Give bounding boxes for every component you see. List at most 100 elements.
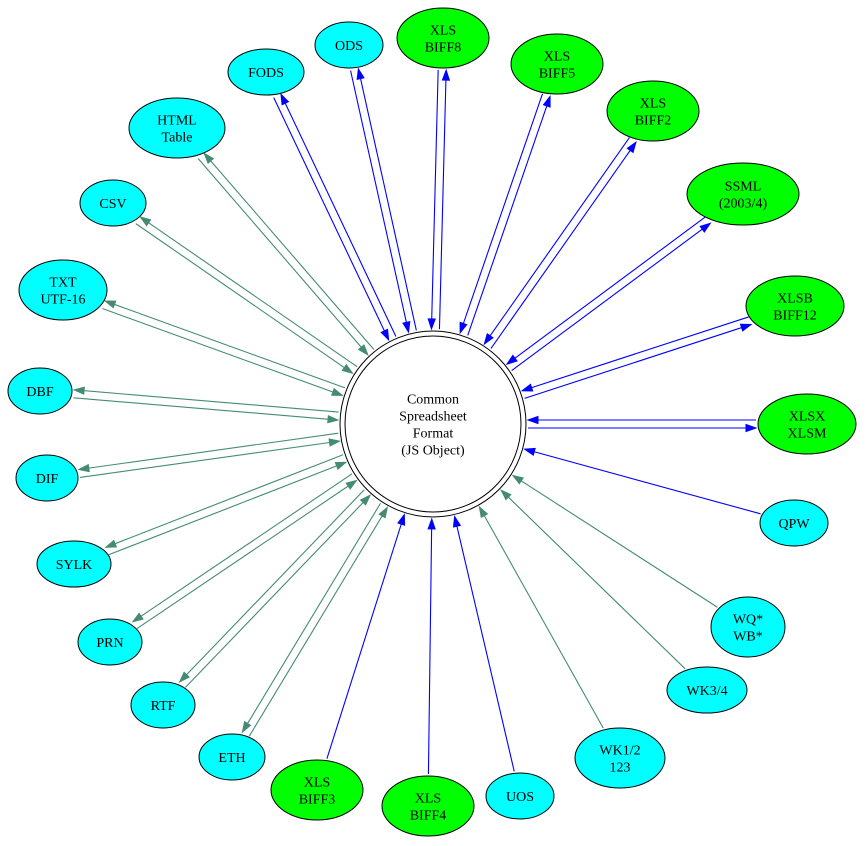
node-xlsb-biff12: XLSB BIFF12	[745, 275, 845, 337]
node-label-line: UOS	[506, 790, 534, 805]
node-label-line: XLS	[304, 776, 330, 791]
node-ellipse-wq-wb	[710, 596, 786, 658]
arrowhead	[77, 463, 90, 473]
arrowhead	[478, 505, 489, 519]
node-label-line: XLSX	[789, 410, 826, 425]
node-ellipse-rtf	[130, 681, 196, 729]
edge-read-eth	[248, 506, 389, 737]
arrowhead	[241, 720, 252, 734]
node-ellipse-xls-biff2	[606, 80, 700, 142]
node-label-line: RTF	[151, 699, 176, 714]
node-ellipse-xlsb-biff12	[745, 275, 845, 337]
edge-write-xls-biff2	[490, 140, 637, 349]
node-ellipse-wk12-123	[574, 727, 666, 789]
node-label-line: SYLK	[56, 558, 93, 573]
arrowhead	[280, 92, 290, 106]
edge-write-fods	[280, 92, 397, 337]
arrowhead	[356, 67, 365, 80]
node-ellipse-html-table	[128, 97, 226, 159]
arrowhead	[380, 328, 390, 342]
node-csv: CSV	[79, 179, 147, 227]
edge-write-dbf	[72, 386, 339, 413]
arrowhead	[520, 383, 534, 392]
edge-read-ssml	[505, 216, 706, 366]
edge-read-wq-wb	[511, 474, 718, 608]
center-node-label-line: Format	[413, 427, 454, 442]
node-label-line: ODS	[335, 39, 363, 54]
edge-read-qpw	[523, 447, 761, 515]
node-prn: PRN	[77, 618, 143, 666]
node-label-line: ETH	[218, 751, 245, 766]
node-ods: ODS	[314, 21, 384, 69]
arrowhead	[699, 222, 712, 233]
node-ellipse-csv	[79, 179, 147, 227]
edge-read-xls-biff2	[483, 137, 630, 346]
edge-write-html-table	[203, 152, 375, 350]
arrowhead	[131, 612, 144, 623]
arrowhead	[526, 415, 539, 425]
edge-write-csv	[139, 216, 358, 368]
edge-read-txt-utf16	[102, 307, 344, 396]
node-label-line: XLSB	[777, 292, 813, 307]
edge-read-ods	[350, 70, 411, 334]
node-label-line: XLS	[430, 24, 456, 39]
node-label-line: XLS	[415, 792, 441, 807]
node-label-line: SSML	[725, 180, 762, 195]
node-eth: ETH	[198, 733, 266, 781]
node-dif: DIF	[15, 454, 79, 502]
arrowhead	[341, 363, 354, 375]
edge-write-ssml	[511, 222, 712, 372]
arrowhead	[523, 447, 536, 456]
arrowhead	[427, 517, 436, 530]
arrowhead	[139, 216, 152, 227]
node-wq-wb: WQ*WB*	[710, 596, 786, 658]
center-node-label-line: (JS Object)	[401, 444, 465, 459]
arrowhead	[331, 387, 344, 396]
arrowhead	[328, 438, 341, 447]
node-ellipse-xls-biff4	[381, 775, 475, 837]
node-label-line: 123	[610, 761, 631, 776]
edge-write-xls-biff5	[467, 95, 551, 336]
edge-read-xls-biff3	[326, 513, 406, 759]
arrowhead	[452, 515, 462, 528]
node-ellipse-qpw	[759, 499, 829, 547]
center-node-label-line: Common	[407, 393, 459, 408]
edge-write-prn	[131, 473, 353, 623]
node-label-line: XLS	[544, 50, 570, 65]
edge-write-xlsb-biff12	[524, 323, 753, 399]
edge-write-xls-biff8	[438, 68, 451, 330]
node-ellipse-fods	[227, 48, 305, 96]
node-fods: FODS	[227, 48, 305, 96]
node-label-line: BIFF12	[773, 309, 817, 324]
arrowhead	[104, 539, 118, 548]
node-ellipse-xls-biff8	[396, 7, 490, 69]
arrowhead	[345, 479, 358, 490]
arrowhead	[334, 461, 348, 470]
edge-write-dif	[77, 432, 339, 473]
node-xls-biff5: XLS BIFF5	[510, 33, 604, 95]
edge-read-xls-biff5	[459, 93, 544, 335]
node-label-line: HTML	[157, 114, 197, 129]
node-label-line: QPW	[778, 517, 810, 532]
arrowhead	[441, 68, 451, 81]
node-ellipse-uos	[485, 772, 555, 820]
edge-read-sylk	[108, 461, 348, 556]
arrowhead	[626, 140, 637, 154]
node-label-line: Table	[162, 131, 193, 146]
node-label-line: WK3/4	[686, 684, 727, 699]
edge-read-wk34	[500, 489, 686, 670]
node-label-line: BIFF5	[539, 67, 576, 82]
node-ellipse-xlsx-xlsm	[757, 393, 857, 455]
arrowhead	[483, 332, 494, 346]
node-sylk: SYLK	[36, 540, 112, 588]
edge-write-ods	[356, 67, 417, 331]
node-html-table: HTML Table	[128, 97, 226, 159]
arrowhead	[178, 671, 190, 683]
arrowhead	[397, 513, 406, 526]
